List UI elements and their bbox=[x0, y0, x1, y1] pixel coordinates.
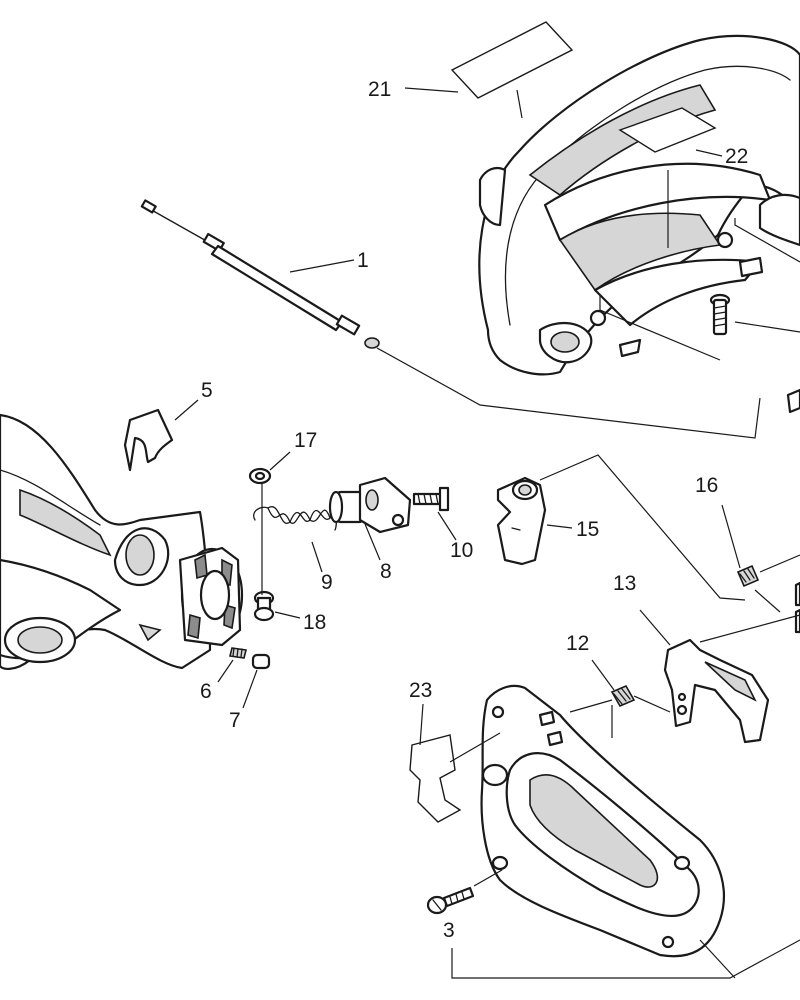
callout-17: 17 bbox=[294, 429, 317, 452]
spring-16 bbox=[736, 564, 760, 588]
clip-5 bbox=[123, 408, 174, 472]
handle-bolt bbox=[709, 293, 731, 336]
callout-1: 1 bbox=[357, 249, 369, 272]
spring-9 bbox=[253, 505, 337, 531]
callout-21: 21 bbox=[368, 78, 391, 101]
callout-7: 7 bbox=[229, 709, 241, 732]
callout-18: 18 bbox=[303, 611, 326, 634]
cover-screw bbox=[426, 886, 475, 915]
spring-12 bbox=[610, 684, 636, 708]
callout-5: 5 bbox=[201, 379, 213, 402]
front-handle bbox=[478, 34, 800, 376]
throttle-cable bbox=[140, 199, 380, 349]
washer-17 bbox=[248, 467, 272, 485]
callout-6: 6 bbox=[200, 680, 212, 703]
cylinder-housing bbox=[178, 546, 244, 647]
cap-7 bbox=[251, 653, 271, 670]
decal-21 bbox=[450, 21, 574, 99]
callout-22: 22 bbox=[725, 145, 748, 168]
callout-16: 16 bbox=[695, 474, 718, 497]
latch-15 bbox=[496, 476, 547, 566]
right-edge-parts bbox=[786, 388, 800, 634]
callout-23: 23 bbox=[409, 679, 432, 702]
callout-13: 13 bbox=[613, 572, 636, 595]
handle-cover-3 bbox=[480, 684, 725, 958]
decal-22 bbox=[618, 107, 717, 153]
leader-lines bbox=[174, 87, 800, 979]
callout-15: 15 bbox=[576, 518, 599, 541]
gasket-23 bbox=[409, 734, 462, 823]
callout-10: 10 bbox=[450, 539, 473, 562]
callout-labels: 21 22 1 5 17 16 15 10 8 9 13 18 12 6 23 … bbox=[200, 78, 748, 942]
shaft-8 bbox=[328, 476, 412, 534]
bolt-10 bbox=[412, 486, 450, 512]
callout-3: 3 bbox=[443, 919, 455, 942]
callout-8: 8 bbox=[380, 560, 392, 583]
callout-9: 9 bbox=[321, 571, 333, 594]
spring-6 bbox=[229, 647, 247, 659]
trigger-13 bbox=[663, 638, 770, 744]
callout-12: 12 bbox=[566, 632, 589, 655]
pin-18 bbox=[253, 590, 275, 622]
rear-handle-body bbox=[0, 413, 212, 670]
